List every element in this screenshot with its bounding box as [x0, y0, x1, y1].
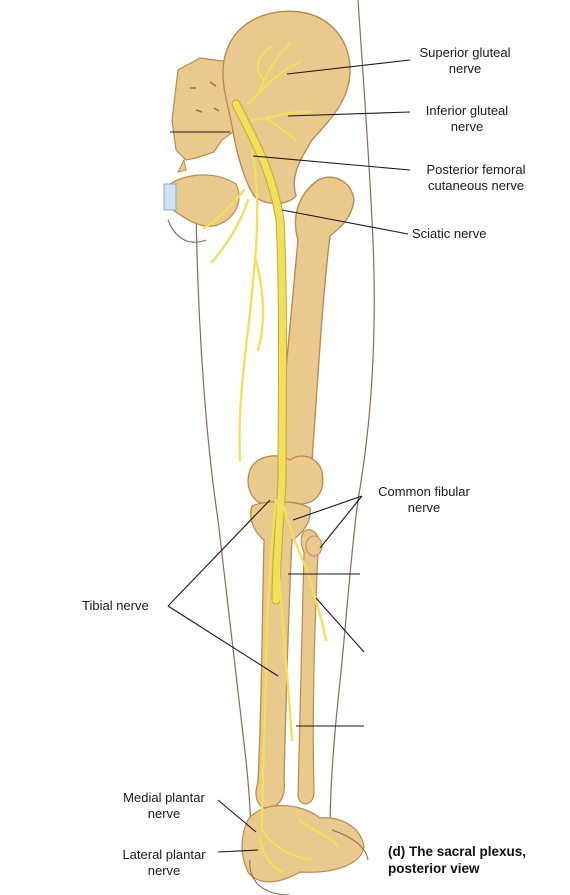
label-lateral-plantar-nerve: Lateral plantar nerve [122, 847, 206, 878]
leader-common-fibular-a [292, 495, 363, 521]
leader-posterior-femoral [252, 155, 411, 171]
foot-bones [241, 804, 365, 883]
leader-tibial-b [167, 605, 279, 677]
leader-common-fibular-b [319, 495, 363, 549]
figure-caption: (d) The sacral plexus, posterior view [388, 844, 527, 876]
tibia [250, 501, 311, 809]
label-superior-gluteal-nerve: Superior gluteal nerve [419, 45, 511, 76]
leader-inferior-gluteal [287, 111, 411, 117]
label-common-fibular-nerve: Common fibular nerve [378, 484, 470, 515]
leader-lateral-plantar [217, 849, 259, 853]
leader-superior-gluteal [286, 59, 411, 75]
label-posterior-femoral-cutaneous-nerve: Posterior femoral cutaneous nerve [426, 162, 526, 193]
leader-tibial-a [167, 499, 271, 607]
leader-lines [167, 59, 411, 853]
femur [247, 176, 355, 505]
leader-medial-plantar [217, 799, 257, 833]
label-inferior-gluteal-nerve: Inferior gluteal nerve [425, 103, 509, 134]
label-sciatic-nerve: Sciatic nerve [412, 226, 487, 241]
leader-sciatic [281, 209, 409, 235]
leader-unlabeled-2 [315, 597, 365, 653]
fibula [297, 529, 323, 805]
label-tibial-nerve: Tibial nerve [82, 598, 149, 613]
label-medial-plantar-nerve: Medial plantar nerve [123, 790, 205, 821]
nerves [202, 42, 340, 874]
